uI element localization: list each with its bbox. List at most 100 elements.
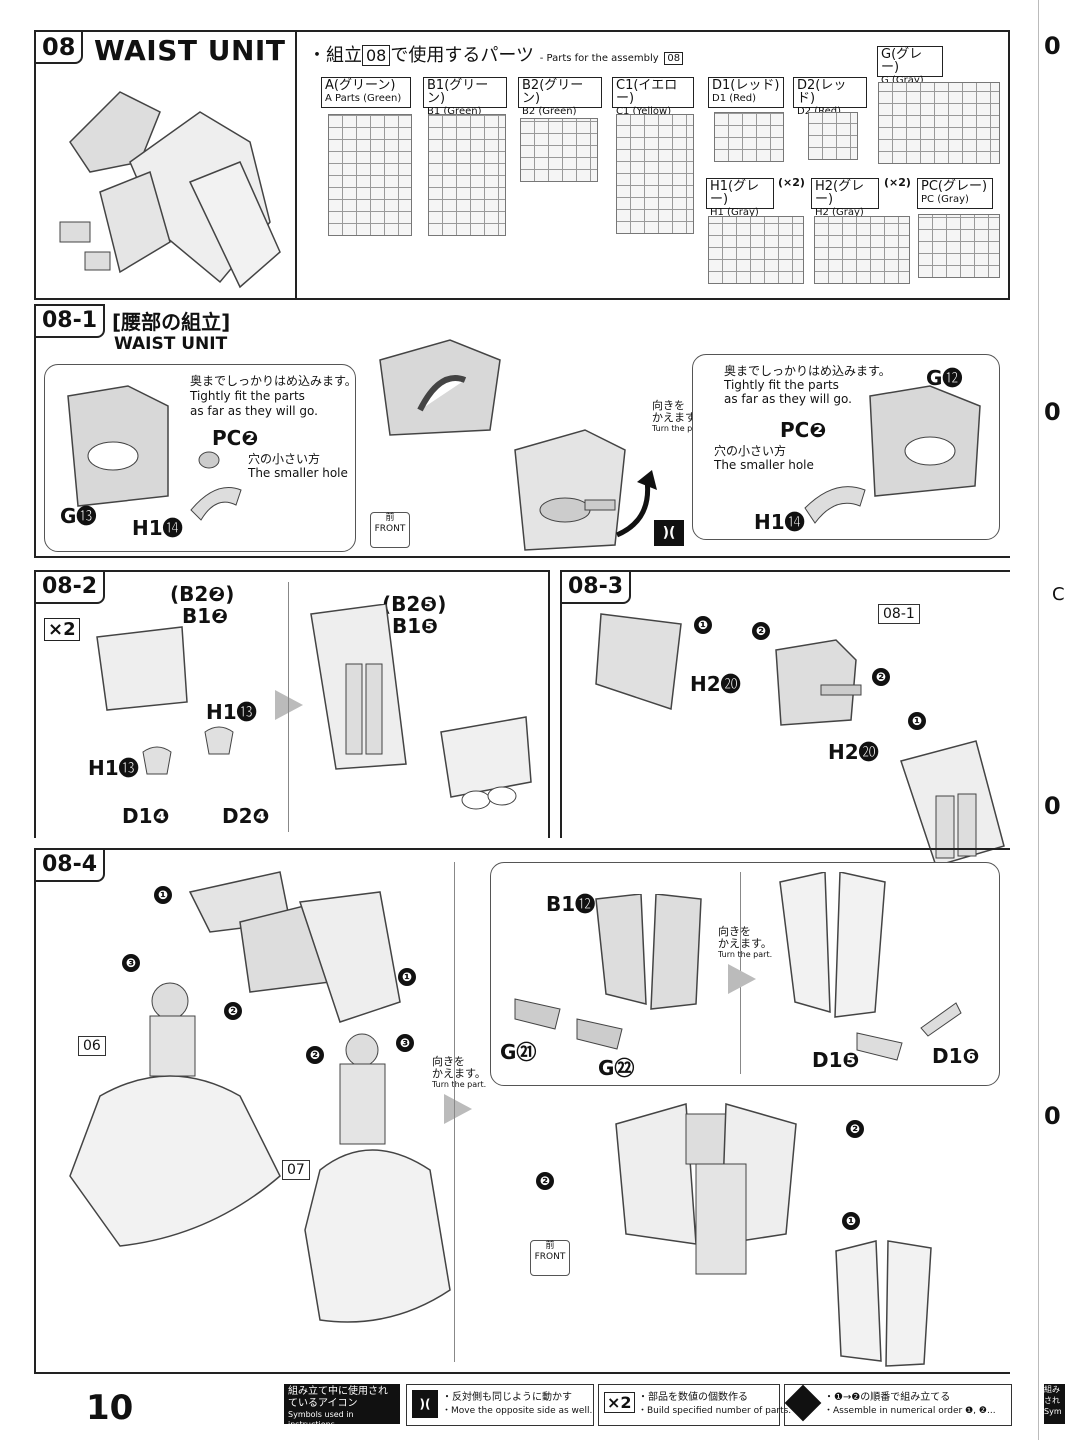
page-number: 10 [86,1388,134,1428]
runner-a-image [328,114,412,236]
step-4-turn-jp1: 向きを [432,1055,465,1068]
step-1-g13-label: G⓭ [60,504,97,528]
step-3-right-armor [900,740,1005,867]
step-3-step2-marker-a: ❷ [752,620,770,640]
step-1-note-en2: as far as they will go. [190,404,318,418]
parts-header-jp2: で使用するパーツ [390,45,534,66]
step-4-d15-part [856,1032,903,1061]
runner-b1-image [428,114,506,236]
step-3-step1-marker-b: ❶ [908,710,926,730]
step-1-pc-label: PC❷ [212,426,259,450]
step-4-turn-en: Turn the part. [432,1080,487,1089]
step-4-turn2-en: Turn the part. [718,950,773,959]
step-2-h13-cup-left [142,746,172,775]
step-4-final-skirt [835,1240,932,1367]
step-4-d15-label: D1❺ [812,1048,860,1072]
step-1-opposite-icon: )( [654,520,684,546]
step-4-tag: 08-4 [34,848,106,882]
step-4-border-bottom [34,1372,1010,1374]
footer-icon1-box [406,1384,594,1426]
section-title: WAIST UNIT [94,34,286,67]
step-4-ref-07: 07 [282,1160,310,1180]
runner-label-d1: D1(レッド)D1 (Red) [708,77,784,108]
step-4-marker-3a: ❸ [122,952,140,972]
section-number-tag: 08 [34,30,84,64]
footer-icon3-en: ・Assemble in numerical order ❶, ❷... [824,1406,996,1416]
step-1-right-h1-part [804,486,866,524]
edge-frag-1: 0 [1044,32,1061,60]
step-4-border-top [34,848,1010,850]
step-4-marker-3b: ❸ [396,1032,414,1052]
step-4-inset-armor-pair [595,894,702,1010]
step-4-marker-2d: ❷ [846,1118,864,1138]
runner-g-image [878,82,1000,164]
step-2-h13-cup-right [204,726,234,755]
footer-icon1-jp: ・反対側も同じように動かす [442,1392,572,1403]
edge-frag-5: 0 [1044,1102,1061,1130]
step-2-h13b-label: H1⓭ [88,756,139,780]
footer-legend-box: 組み立て中に使用されているアイコン Symbols used in instru… [284,1384,400,1429]
runner-d2-image [808,112,858,160]
footer-icon1-en: ・Move the opposite side as well. [442,1406,593,1416]
step-4-divider [454,862,455,1362]
parts-header-jp: ・組立 [308,45,362,66]
step-1-g12-label: G⓬ [926,366,963,390]
step-2-armor-part [96,626,188,711]
step-3-center-frame [775,639,862,726]
step-2-arrow [275,690,303,720]
runner-label-pc: PC(グレー)PC (Gray) [917,178,993,209]
step-1-hole-en: The smaller hole [248,466,348,480]
runner-h2-image [814,216,910,284]
step-2-d24-label: D2❹ [222,804,270,828]
step-3-h20b-label: H2⓴ [828,740,879,764]
step-1-jp-title: [腰部の組立] [112,310,231,334]
next-page-edge [1038,0,1065,1440]
step-4-arrow [444,1094,472,1124]
step-2-b22-label: (B2❷) [170,582,235,606]
step-4-marker-1c: ❶ [842,1210,860,1230]
footer-icon2-box [598,1384,780,1426]
step-2-armor-assembled [310,604,407,770]
step-1-note-en1: Tightly fit the parts [190,389,305,403]
step-1-right-note-jp: 奥までしっかりはめ込みます。 [724,364,891,378]
step-4-figure-06 [69,982,281,1247]
step-1-note-jp: 奥までしっかりはめ込みます。 [190,374,357,388]
step-3-step1-marker-a: ❶ [694,614,712,634]
step-4-marker-1a: ❶ [154,884,172,904]
step-1-turn-jp1: 向きを [652,399,685,412]
step-1-center-assembly [514,429,626,551]
edge-frag-3: C [1052,584,1065,605]
step-4-d16-label: D1❻ [932,1044,980,1068]
step-1-right-hole-en: The smaller hole [714,458,814,472]
runner-label-h1: H1(グレー)H1 (Gray) [706,178,774,218]
runner-label-c1: C1(イエロー)C1 (Yellow) [612,77,694,117]
step-1-right-note-en2: as far as they will go. [724,392,852,406]
step-1-right-h14-label: H1⓮ [754,510,805,534]
step-1-left-frame [67,385,169,507]
runner-label-b2: B2(グリーン)B2 (Green) [518,77,602,117]
step-4-g21-label: G㉑ [500,1040,537,1064]
step-1-left-pc-part [198,451,220,469]
step-3-step2-marker-b: ❷ [872,666,890,686]
step-4-turn2-jp2: かえます。 [718,937,772,950]
runner-h2-mult: (×2) [884,176,911,189]
step-4-marker-2b: ❷ [306,1044,324,1064]
step-1-hole-jp: 穴の小さい方 [248,452,321,466]
step-2-divider [288,582,289,832]
step-3-left-armor [595,613,682,711]
step-1-turn-arrow [615,470,657,538]
step-4-inset-armor-back [779,872,886,1018]
step-2-b25-label: (B2❺) [382,592,447,616]
step-1-right-hole-jp: 穴の小さい方 [714,444,787,458]
step-1-right-note-en1: Tightly fit the parts [724,378,839,392]
step-1-left-line [34,304,36,558]
step-3-tag: 08-3 [560,570,632,604]
step-1-right-pc-label: PC❷ [780,418,827,442]
footer-icon2-jp: ・部品を数値の個数作る [638,1392,748,1403]
step-2-d14-label: D1❹ [122,804,170,828]
footer-icon3-box [784,1384,1012,1426]
runner-pc-image [918,214,1000,278]
